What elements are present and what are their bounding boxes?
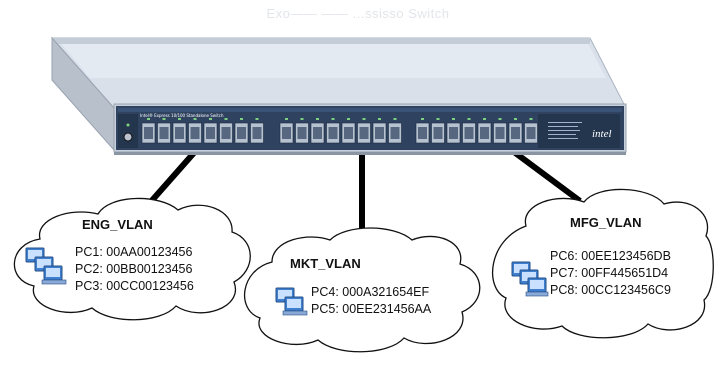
port-socket xyxy=(159,127,169,139)
vlan-name-eng: ENG_VLAN xyxy=(82,217,153,232)
port-led xyxy=(285,118,288,120)
port-led xyxy=(452,118,455,120)
port-led xyxy=(483,118,486,120)
switch-top-highlight xyxy=(58,40,606,78)
port-socket xyxy=(480,127,489,139)
port-socket xyxy=(375,127,384,139)
eng-vlan-cloud: ENG_VLAN PC1: 00AA00123456 PC2: 00BB0012… xyxy=(13,197,251,321)
port-led xyxy=(467,118,471,120)
power-button xyxy=(123,132,133,142)
port-led xyxy=(162,118,166,120)
mfg-vlan-cloud: MFG_VLAN PC6: 00EE123456DB PC7: 00FF4456… xyxy=(492,188,714,339)
pc-entry: PC7: 00FF445651D4 xyxy=(550,266,668,280)
port-led xyxy=(209,118,212,120)
computer-group-icon xyxy=(511,261,549,297)
port-socket xyxy=(328,127,338,139)
cloud-shape-mkt xyxy=(243,227,481,353)
port-socket xyxy=(495,127,505,139)
port-led xyxy=(529,118,533,120)
mkt-vlan-cloud: MKT_VLAN PC4: 000A321654EF PC5: 00EE2314… xyxy=(243,227,481,353)
cloud-shape-eng xyxy=(13,197,251,321)
port-led xyxy=(436,118,440,120)
port-socket xyxy=(390,127,400,139)
port-socket xyxy=(237,127,246,139)
port-socket xyxy=(206,127,215,139)
diagram-title: Exo—— —— ...ssisso Switch xyxy=(266,6,450,21)
vlan-name-mkt: MKT_VLAN xyxy=(290,256,361,271)
port-group-3 xyxy=(415,118,538,144)
port-led xyxy=(331,118,335,120)
port-led xyxy=(255,118,259,120)
port-led xyxy=(498,118,502,120)
pc-entry: PC5: 00EE231456AA xyxy=(311,302,432,316)
cable-mfg xyxy=(504,143,582,204)
switch-model-label: Intel® Express 10/100 Standalone Switch xyxy=(140,113,224,118)
cloud-shape-mfg xyxy=(492,188,714,339)
port-led xyxy=(300,118,304,120)
pc-entry: PC3: 00CC00123456 xyxy=(75,279,194,293)
port-led xyxy=(421,118,424,120)
port-socket xyxy=(144,127,153,139)
port-socket xyxy=(175,127,184,139)
port-socket xyxy=(359,127,369,139)
port-led xyxy=(240,118,243,120)
port-socket xyxy=(526,127,536,139)
port-socket xyxy=(344,127,353,139)
switch-brand-logo: intel xyxy=(592,128,612,140)
pc-entry: PC1: 00AA00123456 xyxy=(75,245,193,259)
port-group-1 xyxy=(141,118,264,144)
port-led xyxy=(393,118,397,120)
computer-group-icon xyxy=(25,247,67,285)
port-led xyxy=(378,118,381,120)
network-switch: Intel® Express 10/100 Standalone Switch … xyxy=(50,36,627,155)
port-led xyxy=(316,118,319,120)
port-socket xyxy=(252,127,262,139)
port-led xyxy=(347,118,350,120)
computer-group-icon xyxy=(275,287,308,316)
port-led xyxy=(362,118,366,120)
port-socket xyxy=(449,127,458,139)
pc-entry: PC4: 000A321654EF xyxy=(311,285,430,299)
pc-entry: PC2: 00BB00123456 xyxy=(75,262,193,276)
port-group-2 xyxy=(279,118,402,144)
port-socket xyxy=(418,127,427,139)
port-led xyxy=(514,118,517,120)
port-socket xyxy=(511,127,520,139)
port-socket xyxy=(313,127,322,139)
port-socket xyxy=(297,127,307,139)
vlan-name-mfg: MFG_VLAN xyxy=(570,215,642,230)
port-socket xyxy=(282,127,291,139)
port-socket xyxy=(221,127,231,139)
port-led xyxy=(224,118,228,120)
port-led xyxy=(147,118,150,120)
port-socket xyxy=(190,127,200,139)
pc-entry: PC6: 00EE123456DB xyxy=(550,249,671,263)
port-socket xyxy=(433,127,443,139)
port-led xyxy=(193,118,197,120)
port-socket xyxy=(464,127,474,139)
pc-entry: PC8: 00CC123456C9 xyxy=(550,283,671,297)
port-led xyxy=(178,118,181,120)
